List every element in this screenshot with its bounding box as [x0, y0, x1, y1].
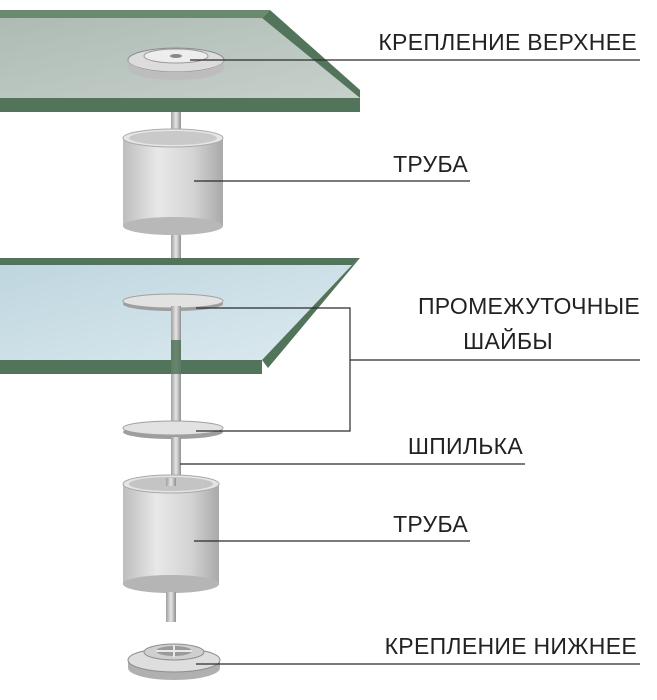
stud-rod-upper: [171, 235, 181, 265]
leader-lower-washer: [196, 360, 351, 432]
label-washers-line2: ШАЙБЫ: [463, 327, 553, 354]
label-lower-tube: ТРУБА: [393, 511, 468, 537]
label-bottom-mount: КРЕПЛЕНИЕ НИЖНЕЕ: [385, 633, 637, 659]
stud-rod-bottom: [166, 592, 176, 622]
upper-tube: [122, 128, 224, 235]
bottom-mount: [127, 643, 221, 680]
lower-washer: [122, 420, 224, 439]
stud-rod-in-glass-edge: [171, 340, 181, 374]
label-top-mount: КРЕПЛЕНИЕ ВЕРХНЕЕ: [378, 29, 637, 55]
stud-rod-top: [171, 112, 181, 138]
label-upper-tube: ТРУБА: [393, 151, 468, 177]
lower-tube: [122, 474, 220, 593]
label-washers-line1: ПРОМЕЖУТОЧНЫЕ: [418, 293, 640, 319]
stud-rod-lower: [171, 437, 181, 483]
leader-lines: [180, 59, 640, 665]
label-stud: ШПИЛЬКА: [408, 433, 524, 459]
leader-upper-washer: [196, 307, 351, 360]
top-mount: [127, 47, 225, 80]
